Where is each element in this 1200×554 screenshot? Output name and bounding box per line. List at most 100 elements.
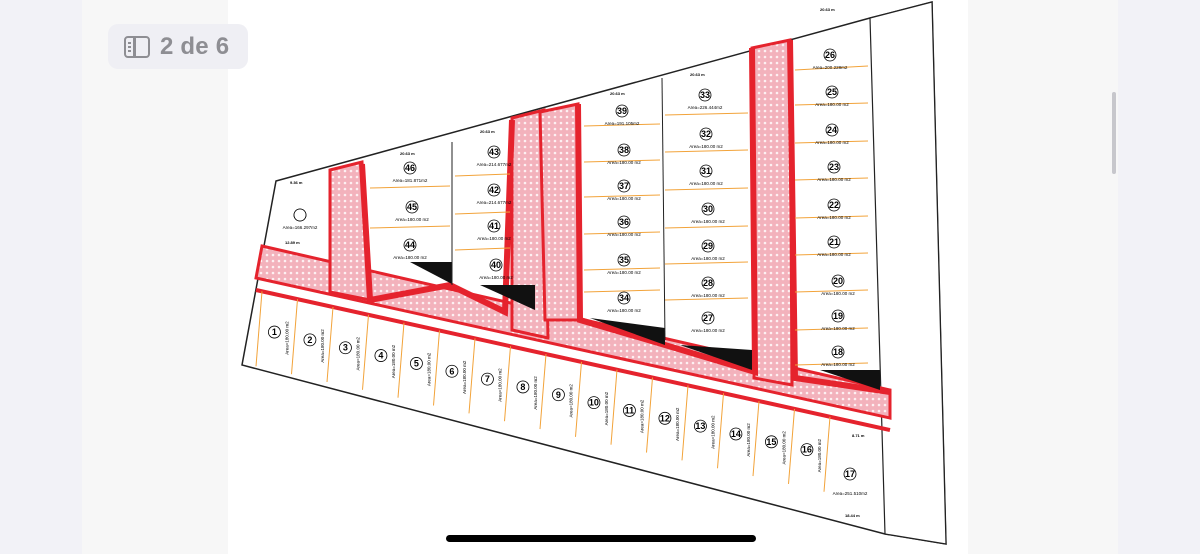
lot-marker bbox=[516, 380, 530, 394]
lot-marker bbox=[403, 161, 417, 175]
lot-area: Area=180.00 m2 bbox=[746, 423, 751, 457]
lot-area: Area=180.00 m2 bbox=[607, 308, 641, 313]
page-margin-right bbox=[968, 0, 1118, 554]
lot-47 bbox=[293, 208, 307, 222]
lot-marker bbox=[823, 48, 837, 62]
lot-marker bbox=[268, 325, 281, 339]
corner-5 bbox=[820, 370, 880, 390]
dim-17-top: 8.71 m bbox=[852, 433, 865, 438]
lot-divider bbox=[610, 369, 618, 445]
lot-number: 37 bbox=[619, 181, 629, 191]
lot-area: Area=180.00 m2 bbox=[395, 217, 429, 222]
lot-area: Area=226.444m2 bbox=[688, 105, 723, 110]
lot-17: 17 Area=251.510m2 bbox=[833, 467, 868, 496]
lot-marker bbox=[701, 239, 715, 253]
lot-number: 12 bbox=[660, 413, 670, 423]
lot-number: 5 bbox=[414, 358, 419, 368]
lot-marker bbox=[827, 160, 841, 174]
lot-area: Area=166.297m2 bbox=[283, 225, 318, 230]
lot-number: 1 bbox=[272, 327, 277, 337]
lot-area: Area=180.00 m2 bbox=[320, 329, 325, 363]
block-right bbox=[794, 65, 869, 366]
page-indicator-label: 2 de 6 bbox=[160, 32, 230, 60]
lot-area: Area=180.00 m2 bbox=[607, 270, 641, 275]
block-middle-left bbox=[583, 123, 661, 293]
road-2 bbox=[510, 108, 550, 340]
lot-number: 16 bbox=[802, 445, 812, 455]
lot-marker bbox=[825, 85, 839, 99]
lot-marker bbox=[698, 88, 712, 102]
lot-number: 15 bbox=[766, 437, 776, 447]
lot-divider bbox=[433, 330, 440, 406]
lot-divider bbox=[504, 346, 511, 422]
lot-number: 29 bbox=[703, 241, 713, 251]
bottom-lot-dividers bbox=[255, 291, 831, 492]
dim-47-top: 9.36 m bbox=[290, 180, 303, 185]
lot-number: 3 bbox=[343, 343, 348, 353]
lot-marker bbox=[481, 372, 494, 386]
lot-1: 1 Area=180.00 m2 bbox=[268, 321, 289, 355]
lot-marker bbox=[445, 364, 459, 378]
lot-area: Area=180.00 m2 bbox=[477, 236, 511, 241]
dim-43-top: 20.63 m bbox=[480, 129, 495, 134]
lot-area: Area=180.00 m2 bbox=[821, 291, 855, 296]
road-4 bbox=[750, 38, 794, 387]
vertical-scrollbar[interactable] bbox=[1112, 92, 1116, 174]
lot-divider bbox=[291, 299, 298, 375]
lot-divider bbox=[397, 322, 405, 398]
lot-area: Area=180.00 m2 bbox=[462, 360, 467, 394]
lot-area: Area=180.00 m2 bbox=[815, 140, 849, 145]
lot-area: Area=180.00 m2 bbox=[479, 275, 513, 280]
lot-number: 45 bbox=[407, 202, 417, 212]
dim-47-bottom: 12.89 m bbox=[285, 240, 300, 245]
lot-area: Area=180.00 m2 bbox=[710, 415, 715, 449]
lot-divider bbox=[717, 393, 724, 469]
lot-area: Area=180.00 m2 bbox=[821, 326, 855, 331]
page-margin-left bbox=[82, 0, 228, 554]
lot-divider bbox=[681, 385, 689, 461]
lot-area: Area=180.00 m2 bbox=[604, 391, 609, 425]
lot-marker bbox=[699, 127, 713, 141]
lot-number: 23 bbox=[829, 162, 839, 172]
lot-number: 19 bbox=[833, 311, 843, 321]
lot-marker bbox=[410, 357, 423, 370]
lot-number: 25 bbox=[827, 87, 837, 97]
lot-marker bbox=[729, 427, 743, 441]
home-indicator[interactable] bbox=[446, 535, 756, 542]
dim-33-top: 20.63 m bbox=[690, 72, 705, 77]
lot-area: Area=180.00 m2 bbox=[284, 321, 289, 355]
lot-number: 13 bbox=[695, 421, 705, 431]
lot-17-area: Area=251.510m2 bbox=[833, 491, 868, 496]
lot-divider bbox=[575, 361, 582, 437]
corner-1 bbox=[410, 262, 452, 284]
block-left-2 bbox=[451, 142, 511, 285]
lot-area: Area=200.228m2 bbox=[813, 65, 848, 70]
lot-area: Area=180.00 m2 bbox=[568, 384, 573, 418]
lot-marker bbox=[623, 404, 636, 417]
lot-number: 30 bbox=[703, 204, 713, 214]
page-indicator[interactable]: 2 de 6 bbox=[108, 24, 248, 69]
lot-number: 46 bbox=[405, 163, 415, 173]
lot-number: 10 bbox=[589, 398, 599, 408]
lot-number: 14 bbox=[731, 429, 741, 439]
lot-divider bbox=[255, 291, 263, 367]
lot-area: Area=181.871m2 bbox=[393, 178, 428, 183]
lot-area: Area=191.105m2 bbox=[605, 121, 640, 126]
